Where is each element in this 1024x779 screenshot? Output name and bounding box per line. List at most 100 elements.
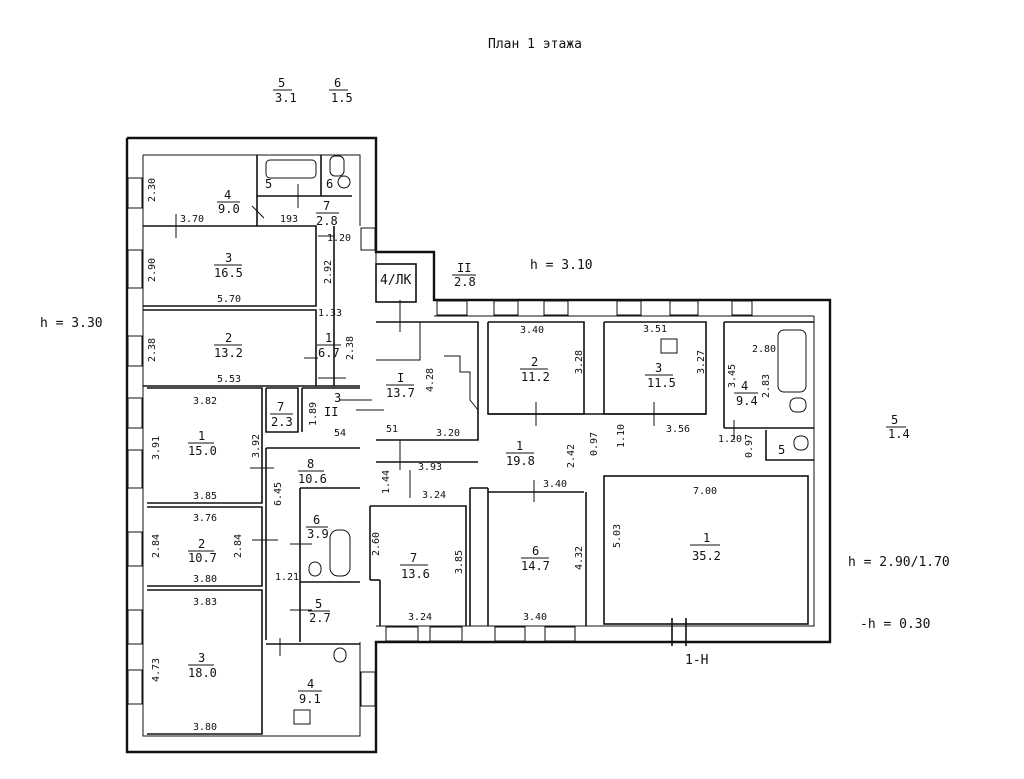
svg-text:1: 1: [703, 531, 710, 545]
height-left: h = 3.30: [40, 316, 103, 331]
svg-text:6: 6: [532, 544, 539, 558]
svg-text:7: 7: [410, 551, 417, 565]
room-1-corridor: 16.7: [317, 331, 341, 360]
svg-text:10.6: 10.6: [298, 472, 327, 486]
svg-text:1.20: 1.20: [718, 434, 742, 445]
svg-text:2: 2: [531, 355, 538, 369]
svg-text:1.33: 1.33: [318, 308, 342, 319]
svg-text:3.1: 3.1: [275, 91, 297, 105]
svg-text:4.73: 4.73: [151, 658, 162, 682]
svg-text:3.27: 3.27: [696, 350, 707, 374]
room-2-lower: 210.7: [188, 537, 217, 565]
room-7-right: 713.6: [400, 551, 430, 581]
svg-text:3.85: 3.85: [193, 491, 217, 502]
svg-text:1.44: 1.44: [381, 470, 392, 494]
toilet-icon: [793, 435, 809, 451]
fixtures: [265, 155, 809, 725]
svg-text:3.51: 3.51: [643, 324, 667, 335]
svg-text:0.97: 0.97: [589, 432, 600, 456]
bathtub-icon: [265, 159, 317, 179]
svg-text:2: 2: [198, 537, 205, 551]
svg-text:3.80: 3.80: [193, 574, 217, 585]
svg-text:I: I: [397, 371, 404, 385]
svg-text:5.53: 5.53: [217, 374, 241, 385]
svg-text:10.7: 10.7: [188, 551, 217, 565]
svg-text:5.03: 5.03: [612, 524, 623, 548]
svg-text:2.80: 2.80: [752, 344, 776, 355]
room-2-right: 211.2: [520, 355, 550, 384]
interior-walls-left: [143, 155, 360, 735]
room-3-stair-label: 3: [334, 391, 341, 405]
entrance-label: 1-Н: [685, 653, 708, 668]
svg-text:16.5: 16.5: [214, 266, 243, 280]
svg-text:2.42: 2.42: [566, 444, 577, 468]
room-1-large: 135.2: [690, 531, 721, 563]
room-4-kitchen: 49.1: [298, 677, 322, 706]
interior-walls-right: [369, 263, 814, 646]
svg-text:2.60: 2.60: [371, 532, 382, 556]
bottom-windows: [385, 626, 576, 642]
svg-text:2.30: 2.30: [147, 178, 158, 202]
stair-II-label: II: [324, 405, 338, 419]
svg-text:1.10: 1.10: [616, 424, 627, 448]
svg-text:2.90: 2.90: [147, 258, 158, 282]
stair-label: 4/ЛК: [380, 273, 411, 288]
svg-text:8: 8: [307, 457, 314, 471]
svg-text:5.70: 5.70: [217, 294, 241, 305]
svg-text:3.28: 3.28: [574, 350, 585, 374]
svg-text:4: 4: [741, 379, 748, 393]
svg-text:35.2: 35.2: [692, 549, 721, 563]
svg-text:11.2: 11.2: [521, 370, 550, 384]
svg-text:2: 2: [225, 331, 232, 345]
room-6-right: 614.7: [521, 544, 550, 573]
svg-text:2.92: 2.92: [323, 260, 334, 284]
fraction-5-1-4: 5 1.4: [886, 413, 910, 441]
svg-text:1.20: 1.20: [327, 233, 351, 244]
svg-text:4.32: 4.32: [574, 546, 585, 570]
svg-text:15.0: 15.0: [188, 444, 217, 458]
dimension-ticks: [175, 184, 735, 656]
svg-text:4.28: 4.28: [425, 368, 436, 392]
svg-text:1: 1: [325, 331, 332, 345]
room-5-wc: 52.7: [308, 597, 331, 625]
svg-text:1.21: 1.21: [275, 572, 299, 583]
svg-text:6.7: 6.7: [318, 346, 340, 360]
svg-text:3.83: 3.83: [193, 597, 217, 608]
toilet-icon: [329, 155, 345, 177]
svg-text:1: 1: [198, 429, 205, 443]
room-3-right: 311.5: [645, 361, 676, 390]
svg-text:3.76: 3.76: [193, 513, 217, 524]
dimensions: 2.30 3.70 193 1.20 2.90 2.92 5.70 1.33 2…: [147, 178, 776, 733]
svg-text:3.20: 3.20: [436, 428, 460, 439]
room-2-upper: 213.2: [214, 331, 243, 360]
svg-text:2.84: 2.84: [233, 534, 244, 558]
toilet-icon: [308, 561, 322, 577]
svg-text:5: 5: [891, 413, 898, 427]
svg-text:2.84: 2.84: [151, 534, 162, 558]
svg-text:2.38: 2.38: [147, 338, 158, 362]
svg-text:3.80: 3.80: [193, 722, 217, 733]
svg-text:4: 4: [224, 188, 231, 202]
plan-title: План 1 этажа: [488, 37, 582, 52]
stove-icon: [293, 709, 311, 725]
svg-text:13.2: 13.2: [214, 346, 243, 360]
svg-text:9.0: 9.0: [218, 202, 240, 216]
height-right-main: h = 2.90/1.70: [848, 555, 950, 570]
room-7-closet: 72.3: [270, 400, 293, 429]
svg-text:3.82: 3.82: [193, 396, 217, 407]
svg-text:7.00: 7.00: [693, 486, 717, 497]
room-6-label: 6: [326, 177, 333, 191]
svg-text:2.8: 2.8: [316, 214, 338, 228]
svg-text:2.38: 2.38: [345, 336, 356, 360]
svg-text:3.40: 3.40: [543, 479, 567, 490]
svg-text:11.5: 11.5: [647, 376, 676, 390]
room-3-lower: 318.0: [188, 651, 217, 680]
stove-icon: [660, 338, 678, 354]
svg-text:2.7: 2.7: [309, 611, 331, 625]
svg-text:14.7: 14.7: [521, 559, 550, 573]
svg-text:0.97: 0.97: [744, 434, 755, 458]
svg-text:1: 1: [516, 439, 523, 453]
svg-text:1.5: 1.5: [331, 91, 353, 105]
top-windows: [436, 300, 753, 316]
